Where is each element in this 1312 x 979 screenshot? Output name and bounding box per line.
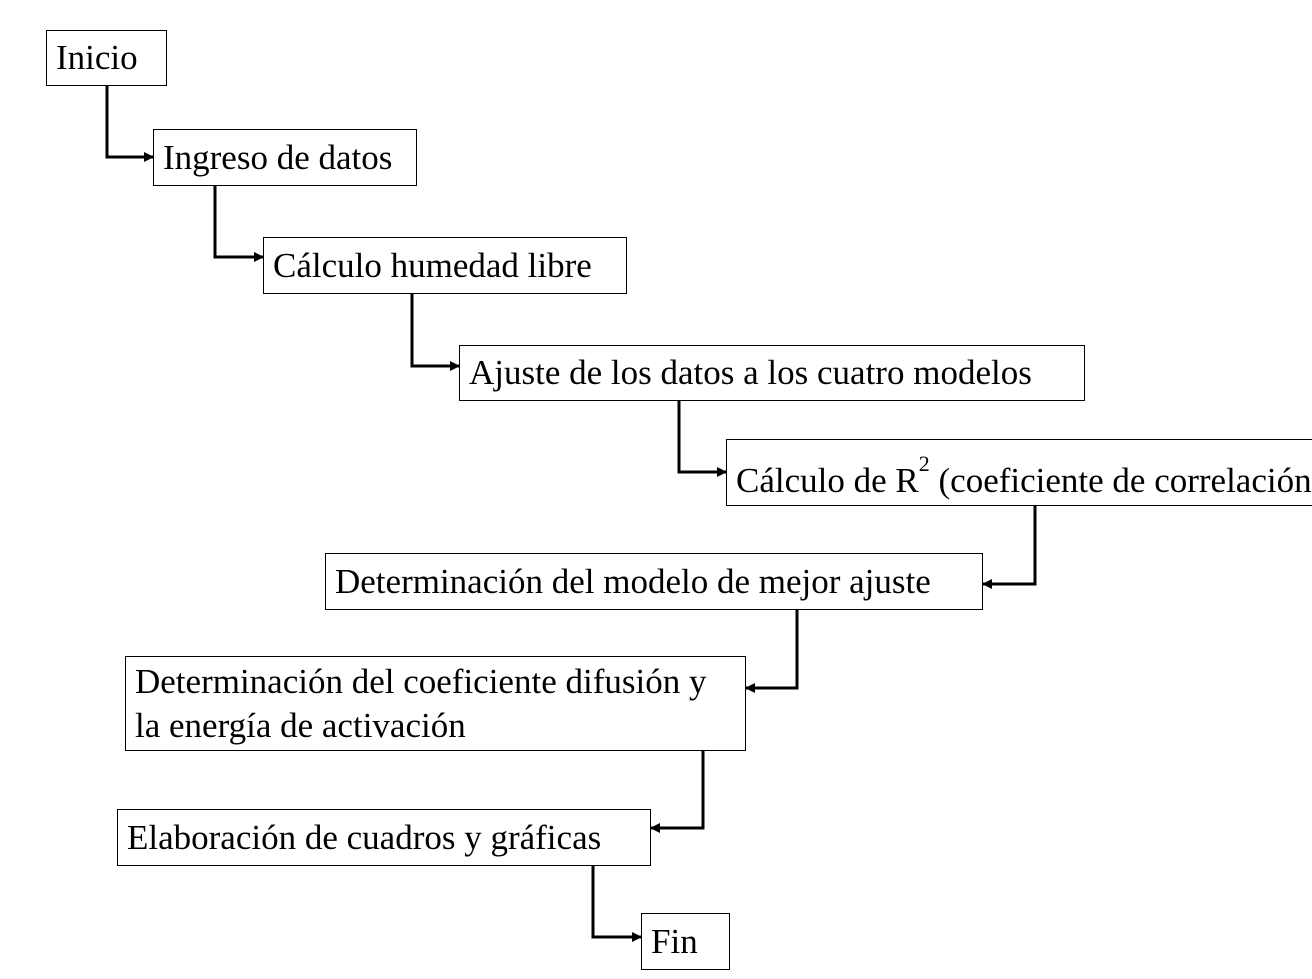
arrow-start-to-input: [105, 86, 154, 162]
node-tables-graphs: Elaboración de cuadros y gráficas: [117, 809, 651, 866]
arrow-r2-to-best: [982, 506, 1037, 589]
node-r2-suffix: (coeficiente de correlación): [929, 460, 1312, 500]
node-model-fit: Ajuste de los datos a los cuatro modelos: [459, 345, 1085, 401]
node-start-label: Inicio: [56, 38, 138, 77]
node-end: Fin: [641, 913, 730, 970]
node-diffusion-line1: Determinación del coeficiente difusión y: [135, 661, 707, 701]
node-best-model-label: Determinación del modelo de mejor ajuste: [335, 561, 931, 601]
node-input-data: Ingreso de datos: [153, 129, 417, 186]
node-tables-graphs-label: Elaboración de cuadros y gráficas: [127, 817, 602, 857]
node-best-model: Determinación del modelo de mejor ajuste: [325, 553, 983, 610]
node-input-data-label: Ingreso de datos: [163, 137, 393, 177]
node-free-moisture: Cálculo humedad libre: [263, 237, 627, 294]
node-diffusion-line2: la energía de activación: [135, 705, 466, 745]
node-r2: Cálculo de R2 (coeficiente de correlació…: [726, 439, 1312, 506]
arrow-input-to-moisture: [213, 186, 264, 262]
arrow-best-to-diffusion: [745, 610, 799, 693]
arrow-tables-to-end: [591, 866, 642, 942]
arrow-moisture-to-fit: [410, 294, 460, 371]
node-model-fit-label: Ajuste de los datos a los cuatro modelos: [469, 353, 1032, 392]
node-diffusion: Determinación del coeficiente difusión y…: [125, 656, 746, 751]
node-r2-label: Cálculo de R2 (coeficiente de correlació…: [736, 452, 1312, 503]
arrow-fit-to-r2: [677, 401, 727, 477]
node-free-moisture-label: Cálculo humedad libre: [273, 245, 592, 285]
arrow-diffusion-to-tables: [650, 751, 705, 833]
node-end-label: Fin: [651, 921, 698, 961]
node-start: Inicio: [46, 30, 167, 86]
node-r2-prefix: Cálculo de R: [736, 460, 919, 500]
node-r2-superscript: 2: [918, 450, 930, 476]
